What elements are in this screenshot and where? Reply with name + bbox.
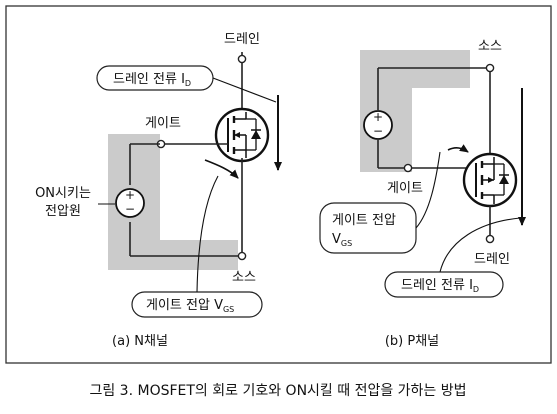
gate-label-b: 게이트	[387, 181, 423, 196]
gate-terminal-b	[403, 163, 413, 173]
caption-n-channel: (a) N채널	[112, 334, 168, 349]
drain-current-callout: 드레인 전류 ID	[96, 65, 277, 103]
supply-label-line2: 전압원	[45, 204, 81, 219]
battery-minus-sign-b: −	[373, 124, 383, 138]
n-mosfet-symbol	[214, 107, 270, 163]
battery-minus-sign: −	[125, 202, 135, 216]
drain-terminal-b	[485, 234, 495, 244]
gate-voltage-source-icon-b: + −	[363, 110, 393, 140]
gate-voltage-arc-arrow-b	[447, 144, 469, 153]
svg-text:게이트 전압: 게이트 전압	[332, 213, 396, 228]
source-label-b: 소스	[478, 39, 502, 54]
source-terminal-b	[485, 63, 495, 73]
figure-frame	[5, 5, 552, 364]
drain-terminal	[237, 54, 247, 64]
drain-current-callout-b: 드레인 전류 ID	[384, 217, 521, 298]
battery-plus-sign: +	[125, 188, 135, 202]
supply-label-line1: ON시키는	[35, 186, 91, 201]
source-terminal	[237, 251, 247, 261]
gate-voltage-callout: 게이트 전압 VGS	[131, 159, 263, 318]
gate-voltage-callout-b: 게이트 전압 VGS	[319, 144, 469, 254]
source-label: 소스	[232, 270, 256, 285]
svg-text:드레인 전류 ID: 드레인 전류 ID	[401, 278, 479, 294]
caption-p-channel: (b) P채널	[385, 334, 439, 349]
svg-text:게이트 전압 VGS: 게이트 전압 VGS	[146, 298, 234, 314]
svg-text:드레인 전류 ID: 드레인 전류 ID	[113, 72, 191, 88]
panel-n-channel: + − 드레인 소스 게이트 ON시키는 전압원 드레인 전류 ID 게이트 전…	[35, 32, 282, 349]
gate-label: 게이트	[145, 116, 181, 131]
gate-voltage-source-icon: + −	[115, 188, 145, 218]
figure-caption: 그림 3. MOSFET의 회로 기호와 ON시킬 때 전압을 가하는 방법	[89, 383, 466, 399]
gate-voltage-arc-arrow	[204, 159, 239, 179]
battery-plus-sign-b: +	[373, 110, 383, 124]
drain-label-b: 드레인	[474, 252, 510, 267]
gate-loop-shading-b	[360, 50, 470, 172]
gate-loop-shading	[108, 134, 238, 270]
svg-text:VGS: VGS	[332, 232, 352, 248]
p-mosfet-symbol	[462, 152, 518, 208]
drain-label: 드레인	[224, 32, 260, 47]
panel-p-channel: + − 소스 드레인	[319, 39, 526, 349]
